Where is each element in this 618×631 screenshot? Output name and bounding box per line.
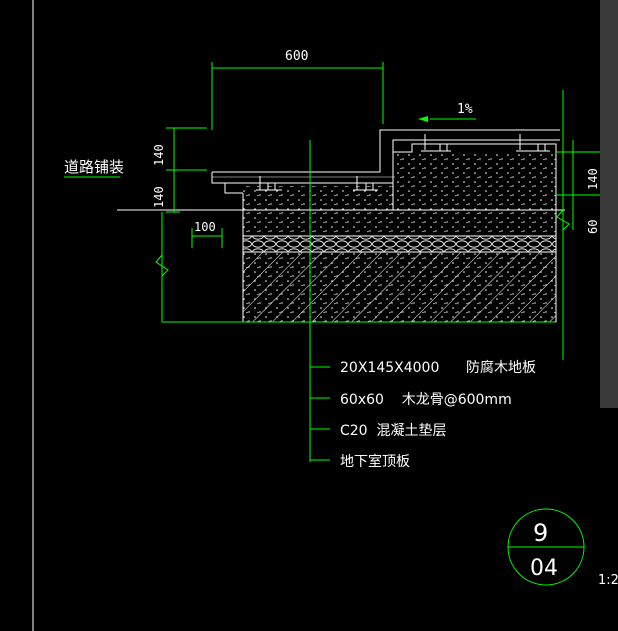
dimension-lines	[64, 62, 600, 586]
layer-label-roof-slab: 地下室顶板	[340, 453, 410, 470]
dim-step-height-left: 140	[152, 144, 166, 166]
layer-label-joist: 60x60 木龙骨@600mm	[340, 392, 512, 408]
concrete-layer	[243, 210, 556, 236]
sheet-number: 04	[530, 556, 558, 581]
dim-step-height-right: 140	[586, 168, 600, 190]
joist-markers	[256, 134, 550, 191]
layer-label-deck: 20X145X4000 防腐木地板	[340, 359, 536, 376]
dim-top-width: 600	[285, 49, 308, 64]
dim-small-width: 100	[194, 220, 216, 234]
dim-layer-right: 60	[586, 220, 600, 234]
dim-base-height-left: 140	[152, 186, 166, 208]
side-panel	[600, 0, 618, 408]
slope-arrow-icon	[418, 116, 428, 122]
basement-roof-slab	[243, 252, 556, 322]
gravel-layer	[243, 235, 556, 253]
slope-label: 1%	[457, 102, 473, 117]
concrete-cushion-right	[392, 143, 557, 210]
scale-label: 1:20	[598, 573, 618, 588]
detail-number: 9	[533, 519, 548, 547]
layer-label-concrete: C20 混凝土垫层	[340, 423, 447, 439]
wood-deck	[211, 129, 560, 194]
road-paving-label: 道路铺装	[64, 158, 124, 176]
